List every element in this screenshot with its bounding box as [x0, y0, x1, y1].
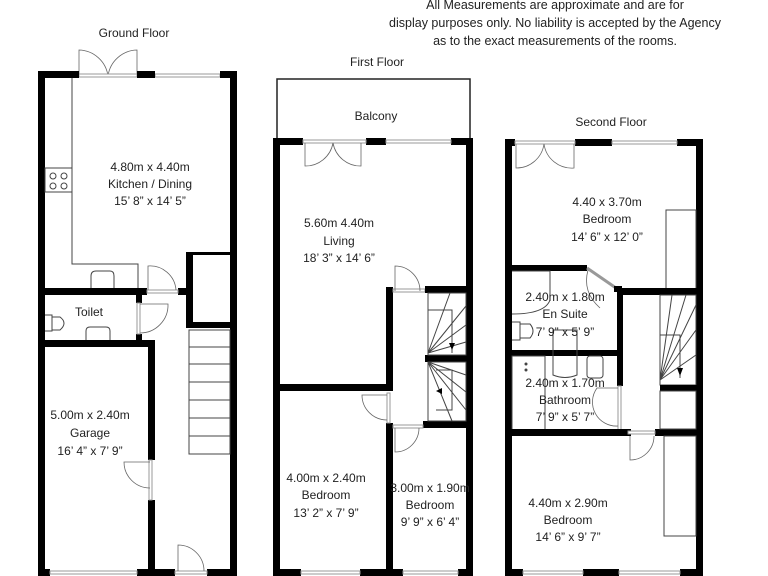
sink	[90, 270, 115, 290]
disclaimer-line-3: as to the exact measurements of the room…	[433, 34, 677, 48]
room-imperial: 18’ 3” x 14’ 6”	[303, 251, 375, 265]
bedroom-label: 4.40m x 2.90m Bedroom 14’ 6” x 9’ 7”	[528, 496, 607, 544]
door-swing	[147, 265, 177, 291]
window	[154, 73, 221, 78]
wc	[512, 321, 534, 341]
basin	[552, 329, 578, 378]
second-floor-title: Second Floor	[575, 115, 646, 129]
living-label: 5.60m 4.40m Living 18’ 3” x 14’ 6”	[303, 216, 375, 265]
shower	[511, 270, 551, 315]
room-imperial: 7’ 9” x 5’ 7”	[536, 410, 594, 424]
balcony-label: Balcony	[355, 109, 398, 123]
basin	[85, 326, 111, 344]
bedroom-label: 4.40 x 3.70m Bedroom 14’ 6” x 12’ 0”	[571, 195, 643, 244]
bathroom-label: 2.40m x 1.70m Bathroom 7’ 9” x 5’ 7”	[525, 376, 604, 424]
room-name: Living	[323, 234, 354, 248]
room-name: Bedroom	[406, 498, 455, 512]
room-imperial: 13’ 2” x 7’ 9”	[293, 506, 358, 520]
garage-label: 5.00m x 2.40m Garage 16’ 4” x 7’ 9”	[50, 408, 129, 458]
bedroom-label: 3.00m x 1.90m Bedroom 9’ 9” x 6’ 4”	[390, 481, 469, 529]
room-name: Bedroom	[302, 488, 351, 502]
staircase	[659, 294, 697, 386]
disclaimer: All Measurements are approximate and are…	[389, 0, 722, 48]
room-metric: 4.80m x 4.40m	[110, 160, 189, 174]
wc	[45, 314, 65, 332]
stair-arrow-icon	[449, 343, 455, 350]
room-imperial: 14’ 6” x 12’ 0”	[571, 230, 643, 244]
toilet-label: Toilet	[75, 305, 104, 319]
room-imperial: 14’ 6” x 9’ 7”	[535, 530, 600, 544]
disclaimer-line-2: display purposes only. No liability is a…	[389, 16, 722, 30]
staircase	[427, 292, 467, 422]
room-metric: 2.40m x 1.70m	[525, 376, 604, 390]
ground-floor-title: Ground Floor	[99, 26, 170, 40]
bedroom-label: 4.00m x 2.40m Bedroom 13’ 2” x 7’ 9”	[286, 471, 365, 520]
room-metric: 2.40m x 1.80m	[525, 290, 604, 304]
room-name: Bedroom	[544, 513, 593, 527]
room-name: Kitchen / Dining	[108, 177, 192, 191]
ground-floor-plan: Ground Floor	[38, 26, 237, 576]
room-name: Bedroom	[583, 212, 632, 226]
room-imperial: 16’ 4” x 7’ 9”	[57, 444, 122, 458]
room-name: Bathroom	[539, 393, 591, 407]
first-floor-title: First Floor	[350, 55, 404, 69]
room-metric: 4.40m x 2.90m	[528, 496, 607, 510]
hob	[44, 167, 73, 193]
room-name: En Suite	[542, 307, 588, 321]
room-imperial: 7’ 9” x 5’ 9”	[536, 325, 594, 339]
room-metric: 5.60m 4.40m	[304, 216, 374, 230]
room-imperial: 9’ 9” x 6’ 4”	[401, 515, 459, 529]
disclaimer-line-1: All Measurements are approximate and are…	[426, 0, 684, 12]
room-metric: 4.00m x 2.40m	[286, 471, 365, 485]
door-threshold	[78, 73, 138, 78]
en-suite-label: 2.40m x 1.80m En Suite 7’ 9” x 5’ 9”	[525, 290, 604, 339]
room-name: Garage	[70, 426, 110, 440]
wc	[586, 355, 604, 379]
second-floor-plan: Second Floor	[505, 115, 703, 576]
room-metric: 4.40 x 3.70m	[572, 195, 641, 209]
kitchen-dining-label: 4.80m x 4.40m Kitchen / Dining 15’ 8” x …	[108, 160, 192, 208]
room-imperial: 15’ 8” x 14’ 5”	[114, 194, 186, 208]
stair-arrow-icon	[436, 388, 442, 394]
room-metric: 3.00m x 1.90m	[390, 481, 469, 495]
first-floor-plan: First Floor Balcony	[273, 55, 473, 576]
french-door	[78, 49, 138, 77]
stair-arrow-icon	[677, 368, 683, 376]
staircase	[188, 329, 231, 455]
room-metric: 5.00m x 2.40m	[50, 408, 129, 422]
